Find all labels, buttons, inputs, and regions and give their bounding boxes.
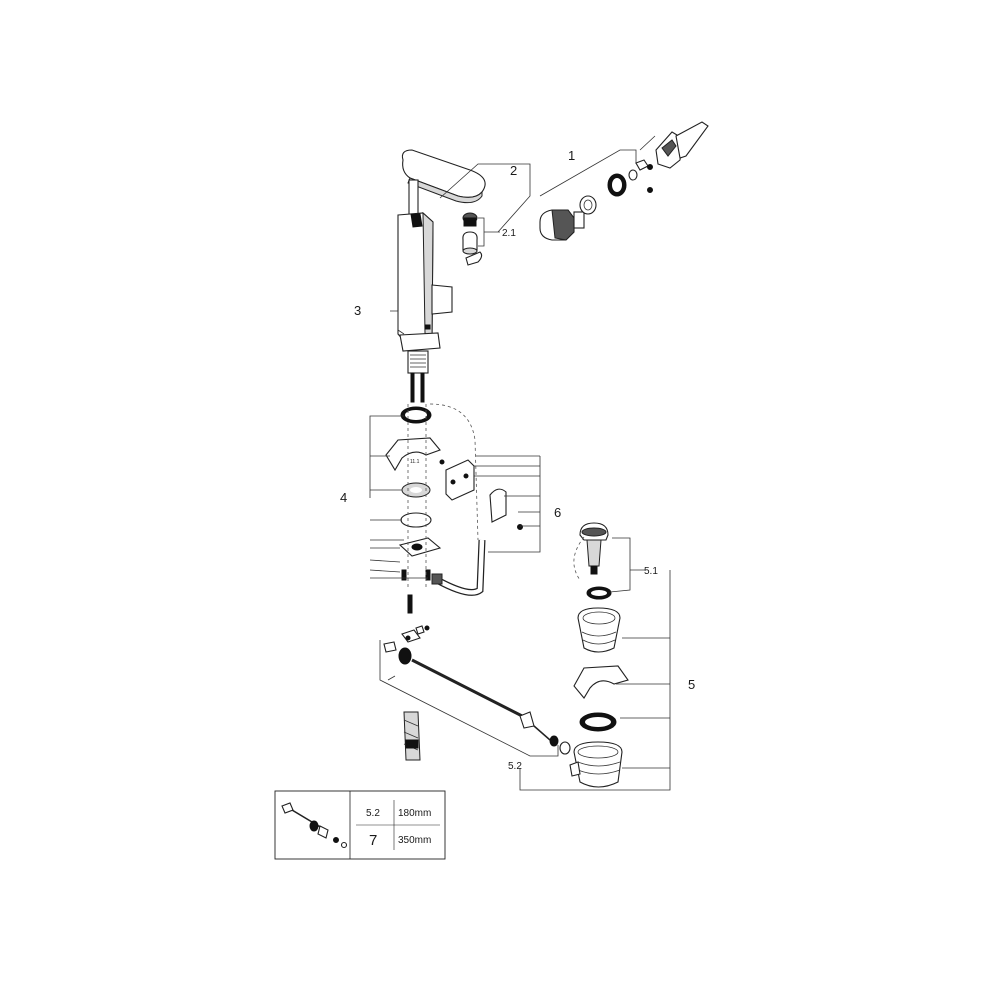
callout-4: 4 xyxy=(340,490,347,505)
callout-5-1: 5.1 xyxy=(644,566,658,577)
waste-parts xyxy=(569,522,629,788)
small-label: 11.1 xyxy=(410,459,420,465)
callout-2-1: 2.1 xyxy=(502,228,516,239)
callout-2: 2 xyxy=(510,163,517,178)
callout-5-2: 5.2 xyxy=(508,761,522,772)
mounting-kit xyxy=(385,404,442,614)
callout-5: 5 xyxy=(688,677,695,692)
callout-6: 6 xyxy=(554,505,561,520)
faucet-body xyxy=(390,149,486,403)
inset-table: 5.2 180mm 7 350mm xyxy=(274,790,446,860)
table-row2-length: 350mm xyxy=(398,835,431,846)
callout-3: 3 xyxy=(354,303,361,318)
table-row1-id: 5.2 xyxy=(366,808,380,819)
leader-lines xyxy=(369,135,671,791)
aerator-parts xyxy=(462,212,483,266)
hose-bracket-parts xyxy=(429,403,523,596)
table-row2-id: 7 xyxy=(369,832,377,849)
cartridge-parts xyxy=(539,121,709,241)
callout-1: 1 xyxy=(568,148,575,163)
popup-rod-assembly xyxy=(383,625,571,761)
table-row1-length: 180mm xyxy=(398,808,431,819)
inset-rod-icon xyxy=(281,802,348,849)
callout-labels: 1 2 2.1 3 4 6 5.1 5 5.2 11.1 xyxy=(340,148,695,772)
